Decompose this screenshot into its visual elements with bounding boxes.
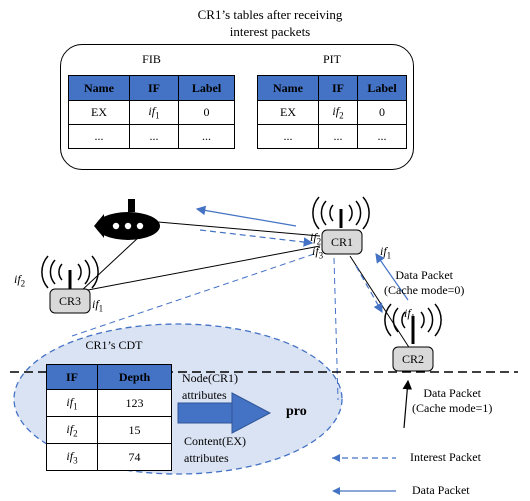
pit-header-name: Name [257,75,319,101]
if-subscript: 1 [98,303,104,314]
cdt-cell: if2 [46,416,98,444]
pit-if-text: if2 [332,104,344,121]
cdt-title: CR1’s CDT [85,338,143,352]
fib-cell: if1 [129,100,179,125]
cdt-table: IF Depth if1 123 if2 15 if3 74 [46,364,172,471]
router-cr3-label: CR3 [58,294,81,308]
table-row: ... ... ... [68,124,235,149]
pit-cell: ... [357,124,407,149]
submarine-icon [94,199,160,240]
fib-cell: ... [68,124,130,149]
cdt-cell: if3 [46,443,98,471]
cr2-if1-label: if1 [404,306,416,323]
cdt-if-text: if1 [66,394,78,412]
fib-title: FIB [142,52,161,66]
table-row: if3 74 [46,443,172,471]
router-cr2-label: CR2 [401,352,424,366]
header-line-1: CR1’s tables after receiving [197,7,343,22]
if-subscript: 2 [73,428,78,439]
data-packet-cache0: Data Packet (Cache mode=0) [384,268,464,298]
if-subscript: 2 [339,110,344,121]
fib-header-if: IF [129,75,179,101]
if-subscript: 1 [73,401,78,412]
fib-cell: ... [178,124,235,149]
link-cr3-cr1 [87,245,321,291]
data-packet-cache1-line2: (Cache mode=1) [412,401,493,415]
cdt-cell: 15 [97,416,172,444]
interest-arrow-to-cr1 [199,229,314,247]
legend-data-label: Data Packet [412,483,470,497]
data-packet-cache0-line2: (Cache mode=0) [384,283,465,297]
if-subscript: 3 [318,250,324,261]
router-cr1-label: CR1 [330,235,353,249]
header-line-2: interest packets [229,24,311,39]
fib-cell: 0 [178,100,235,125]
pit-cell: 0 [357,100,407,125]
fib-if-text: if1 [148,104,160,121]
if-subscript: 3 [73,455,78,466]
content-attributes-line1: Content(EX) [184,434,246,448]
cdt-if-text: if3 [66,448,78,466]
cdt-header-if: IF [46,364,98,390]
antenna-icon [384,303,442,344]
if-subscript: 1 [410,312,416,323]
node-attributes-line2: attributes [182,388,227,402]
cr1-if3-label: if3 [312,244,324,261]
table-row: EX if2 0 [257,100,407,125]
data-arrow-cr2-cr1 [375,253,409,301]
pit-cell: ... [318,124,358,149]
cr3-if2-label: if2 [14,272,26,289]
data-arrow-to-submarine [195,205,297,227]
table-row: if2 15 [46,416,172,444]
cdt-cell: 123 [97,389,172,417]
data-packet-cache0-line1: Data Packet [395,268,454,282]
cr1-if1-label: if1 [380,244,392,261]
table-row: ... ... ... [257,124,407,149]
fib-cell: ... [129,124,179,149]
router-cr3 [49,288,91,314]
table-row: if1 123 [46,389,172,417]
pit-table: Name IF Label EX if2 0 ... ... ... [257,75,407,149]
legend-interest-label: Interest Packet [410,450,481,464]
router-cr2 [392,346,434,372]
cdt-cell: if1 [46,389,98,417]
interest-arrow-cr1-cr2 [355,265,383,314]
node-attributes-label: Node(CR1) attributes [182,370,238,404]
link-submarine-cr1 [157,221,321,237]
legend-data-arrowhead [332,487,340,495]
fib-table: Name IF Label EX if1 0 ... ... ... [68,75,235,149]
table-row: EX if1 0 [68,100,235,125]
data-packet-cache1-line1: Data Packet [423,386,482,400]
content-attributes-line2: attributes [184,451,229,465]
router-cr1 [321,229,363,255]
fib-cell: EX [68,100,130,125]
process-arrow-label: pro [286,404,307,419]
node-attributes-line1: Node(CR1) [182,371,238,385]
process-arrow [177,392,272,434]
cr3-if1-label: if1 [92,297,104,314]
if-subscript: 1 [386,250,392,261]
data-packet-cache1: Data Packet (Cache mode=1) [412,386,492,416]
cdt-header-depth: Depth [97,364,172,390]
content-attributes-label: Content(EX) attributes [184,433,246,467]
legend-interest-arrowhead [332,454,340,462]
pit-title: PIT [323,52,341,66]
tables-frame [60,44,414,170]
cdt-connector-left [71,253,315,337]
if-subscript: 2 [20,278,26,289]
header-title: CR1’s tables after receiving interest pa… [160,6,380,40]
cdt-connector-right [333,257,339,401]
if-subscript: 2 [316,236,322,247]
antenna-icon [41,255,99,290]
link-submarine-cr3 [79,235,141,293]
data-arrow-into-cr2 [402,379,413,429]
cr1-if2-label: if2 [310,230,322,247]
fib-header-label: Label [178,75,235,101]
antenna-icon [312,196,370,230]
if-subscript: 1 [155,110,160,121]
cdt-if-text: if2 [66,421,78,439]
pit-header-if: IF [318,75,358,101]
cdt-cell: 74 [97,443,172,471]
